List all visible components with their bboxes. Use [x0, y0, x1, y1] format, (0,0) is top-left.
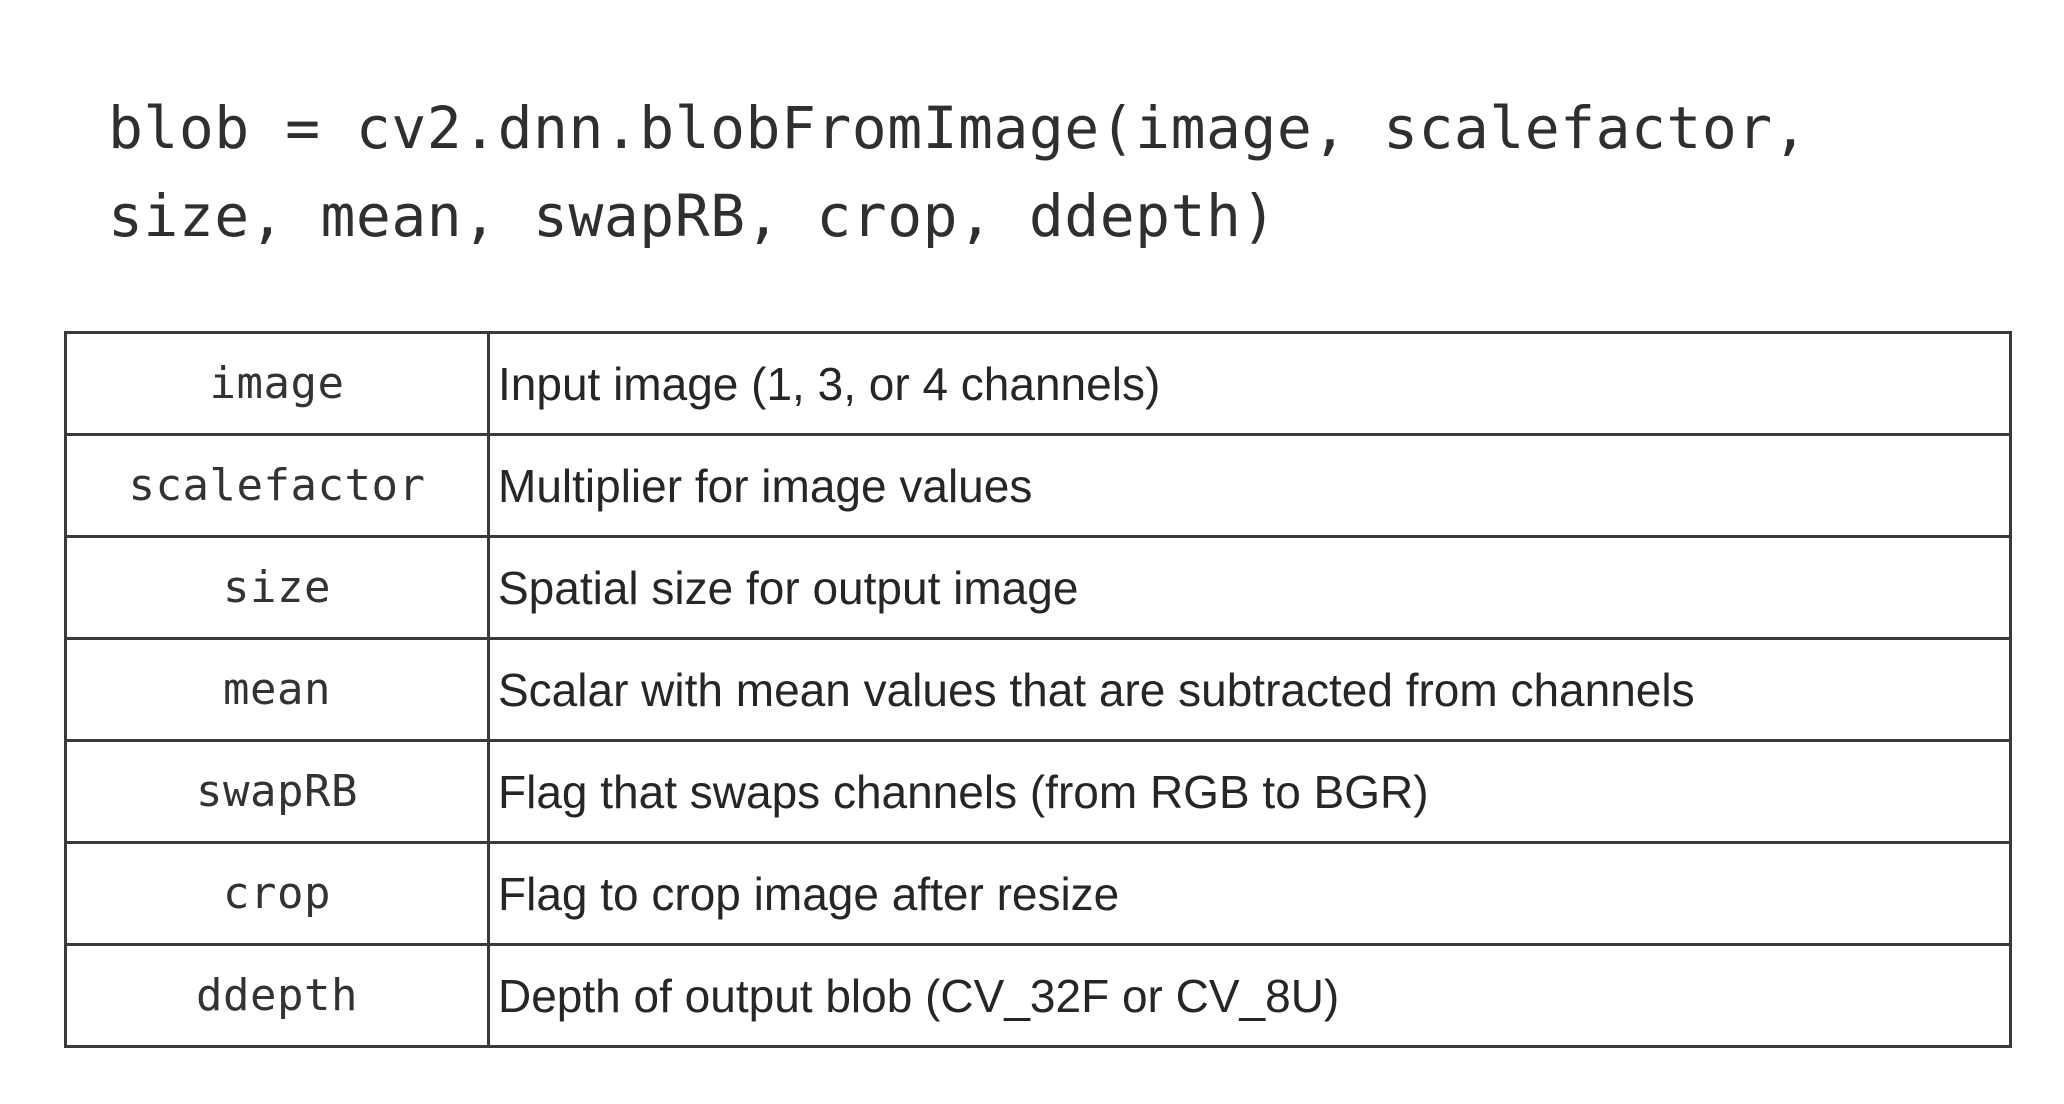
param-description: Multiplier for image values [487, 433, 2012, 538]
signature-line-1: blob = cv2.dnn.blobFromImage(image, scal… [108, 94, 1809, 162]
param-description: Input image (1, 3, or 4 channels) [487, 331, 2012, 436]
param-name: crop [64, 841, 490, 946]
table-row: size Spatial size for output image [64, 535, 2012, 640]
param-name: image [64, 331, 490, 436]
param-name: ddepth [64, 943, 490, 1048]
param-name: scalefactor [64, 433, 490, 538]
param-description: Scalar with mean values that are subtrac… [487, 637, 2012, 742]
table-row: ddepth Depth of output blob (CV_32F or C… [64, 943, 2012, 1048]
param-description: Spatial size for output image [487, 535, 2012, 640]
table-row: crop Flag to crop image after resize [64, 841, 2012, 946]
param-name: swapRB [64, 739, 490, 844]
param-description: Depth of output blob (CV_32F or CV_8U) [487, 943, 2012, 1048]
param-name: mean [64, 637, 490, 742]
signature-line-2: size, mean, swapRB, crop, ddepth) [108, 182, 1277, 250]
table-row: scalefactor Multiplier for image values [64, 433, 2012, 538]
table-row: image Input image (1, 3, or 4 channels) [64, 331, 2012, 436]
param-description: Flag to crop image after resize [487, 841, 2012, 946]
function-signature: blob = cv2.dnn.blobFromImage(image, scal… [108, 84, 2008, 260]
parameter-table: image Input image (1, 3, or 4 channels) … [64, 331, 2012, 1048]
param-name: size [64, 535, 490, 640]
table-row: swapRB Flag that swaps channels (from RG… [64, 739, 2012, 844]
table-row: mean Scalar with mean values that are su… [64, 637, 2012, 742]
param-description: Flag that swaps channels (from RGB to BG… [487, 739, 2012, 844]
